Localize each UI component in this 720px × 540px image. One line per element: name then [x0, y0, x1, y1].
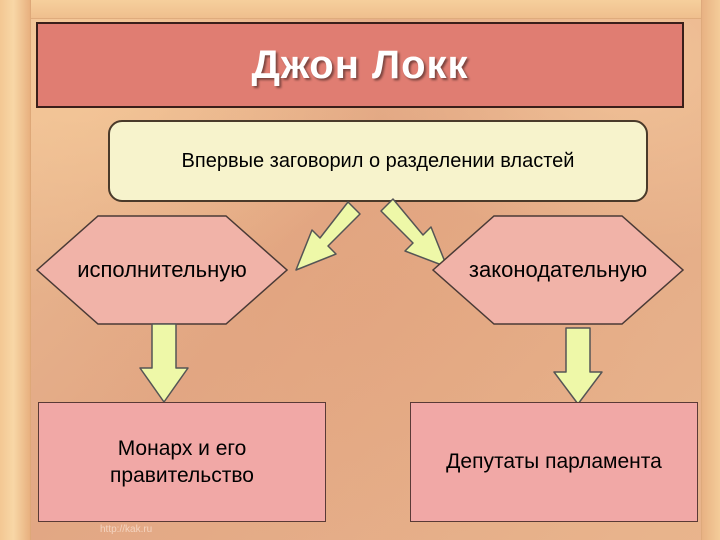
legislative-branch-label: законодательную — [468, 257, 648, 282]
legislative-branch-hexagon: законодательную — [432, 214, 684, 326]
decorative-frame-left — [0, 0, 31, 540]
arrow-to-executive-icon — [295, 201, 361, 271]
subtitle-text: Впервые заговорил о разделении властей — [181, 149, 575, 172]
executive-branch-label: исполнительную — [77, 257, 247, 282]
executive-branch-hexagon: исполнительную — [36, 214, 288, 326]
arrow-down-right-icon — [553, 327, 603, 405]
subtitle-box: Впервые заговорил о разделении властей — [108, 120, 648, 202]
arrow-to-legislative-icon — [380, 198, 448, 268]
parliament-text: Депутаты парламента — [446, 450, 662, 473]
title-box: Джон Локк — [36, 22, 684, 108]
decorative-frame-right — [701, 0, 720, 540]
title-text: Джон Локк — [251, 42, 469, 87]
arrow-down-left-icon — [139, 323, 189, 403]
monarch-box: Монарх и его правительство — [38, 402, 326, 522]
decorative-frame-top — [0, 0, 720, 19]
parliament-box: Депутаты парламента — [410, 402, 698, 522]
watermark-text: http://kak.ru — [100, 524, 153, 535]
monarch-text: Монарх и его правительство — [110, 436, 254, 487]
